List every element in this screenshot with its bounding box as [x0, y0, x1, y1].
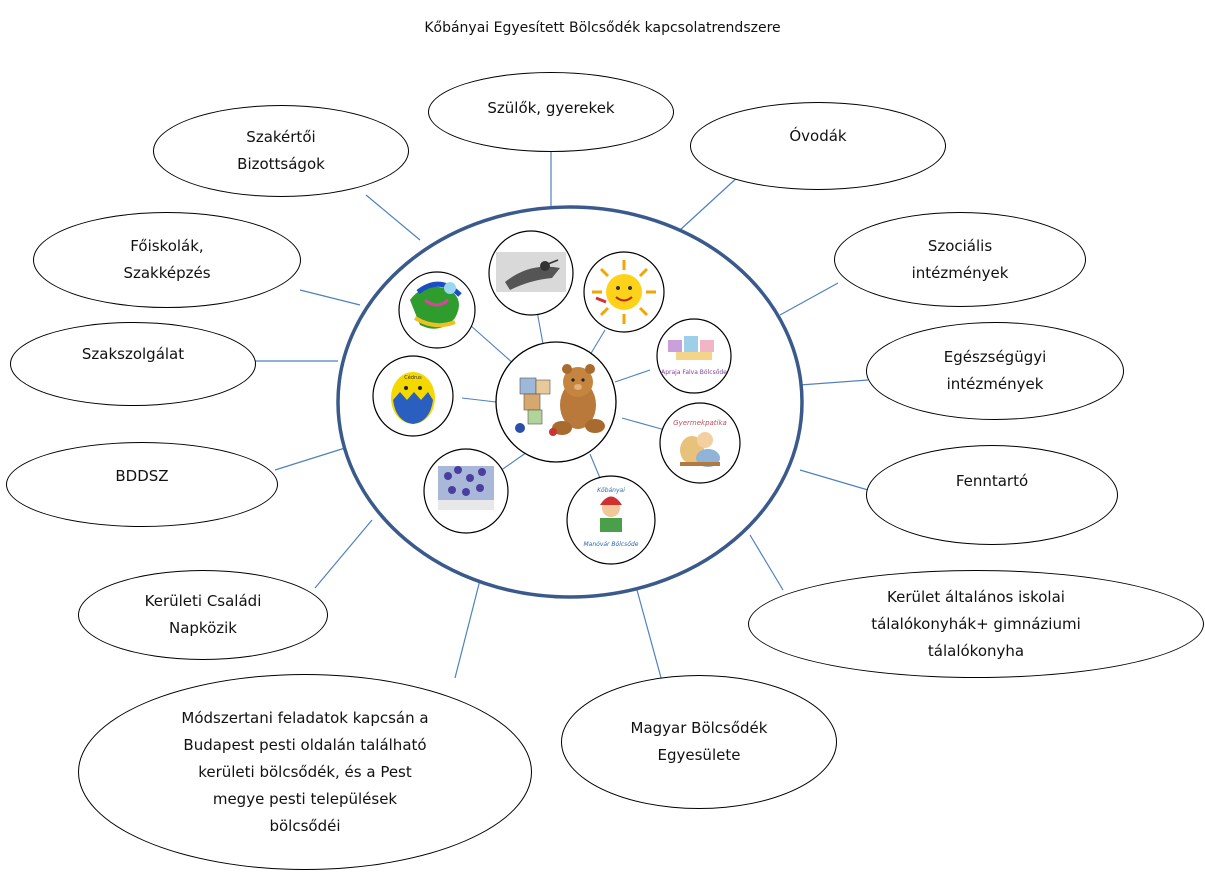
node-label: Szakértői Bizottságok	[237, 128, 325, 173]
node-foiskolak-szakkepzes: Főiskolák, Szakképzés	[33, 212, 301, 308]
connector-ovodak	[679, 174, 741, 231]
node-label: Kerületi Családi Napközik	[144, 592, 262, 637]
node-szakertoi-bizottsagok: Szakértői Bizottságok	[153, 105, 409, 197]
gyermekpatika-text: Gyermekpatika	[673, 419, 727, 427]
kobanyai-text: Kőbányai	[597, 487, 625, 494]
connector-szakertoi	[365, 194, 421, 241]
connector-bddsz	[274, 447, 346, 471]
node-label: Módszertani feladatok kapcsán a Budapest…	[181, 708, 429, 835]
manovar-text: Manóvár Bölcsőde	[584, 541, 639, 548]
node-label: Szakszolgálat	[81, 345, 185, 363]
flowers-photo-logo	[423, 448, 509, 534]
spoke-w	[461, 397, 497, 403]
cedrus-text: Cédrus	[404, 374, 422, 381]
spoke-nw	[469, 324, 516, 366]
apraja-falva-text: Apraja Falva Bölcsőde	[661, 369, 727, 376]
node-szakszolgalat: Szakszolgálat	[10, 322, 256, 406]
node-szulok-gyerekek: Szülők, gyerekek	[428, 72, 674, 152]
node-label: Óvodák	[789, 127, 847, 145]
node-ovodak: Óvodák	[690, 102, 946, 190]
connector-szocialis	[779, 282, 839, 316]
spoke-s	[589, 453, 601, 479]
central-circle	[336, 205, 804, 599]
connector-fenntarto	[799, 469, 869, 491]
connector-modszertani	[454, 579, 481, 679]
node-modszertani-feladatok: Módszertani feladatok kapcsán a Budapest…	[78, 674, 532, 870]
node-szocialis-intezmenyek: Szociális intézmények	[834, 212, 1086, 307]
node-kerulet-iskolai-talalokonyhak: Kerület általános iskolai tálalókonyhák+…	[748, 570, 1204, 678]
gyermekpatika-logo: Gyermekpatika	[659, 402, 741, 484]
sun-logo	[583, 251, 665, 333]
spoke-e	[614, 369, 651, 383]
node-label: Szülők, gyerekek	[487, 99, 615, 117]
node-keruleti-csaladi-napkozik: Kerületi Családi Napközik	[78, 570, 328, 660]
node-label: BDDSZ	[115, 467, 169, 485]
node-label: Szociális intézmények	[911, 236, 1009, 282]
apraja-falva-logo: Apraja Falva Bölcsőde	[656, 318, 732, 394]
node-egeszsegugyi-intezmenyek: Egészségügyi intézmények	[866, 322, 1124, 420]
swirl-logo	[398, 271, 476, 349]
connector-keruleti-csaladi	[314, 519, 373, 589]
diagram-title: Kőbányai Egyesített Bölcsődék kapcsolatr…	[424, 20, 781, 36]
node-label: Kerület általános iskolai tálalókonyhák+…	[871, 587, 1081, 660]
spoke-se	[621, 417, 666, 431]
spoke-ne	[589, 329, 606, 356]
node-label: Főiskolák, Szakképzés	[123, 237, 211, 282]
connector-foiskolak	[299, 289, 361, 306]
node-bddsz: BDDSZ	[6, 442, 278, 527]
teddy-bear-logo	[495, 341, 617, 463]
node-magyar-bolcsodek-egyesulete: Magyar Bölcsődék Egyesülete	[561, 675, 837, 809]
node-label: Fenntartó	[955, 472, 1029, 490]
connector-egeszsegugyi	[799, 379, 869, 386]
connector-lines	[255, 152, 869, 686]
bird-photo-logo	[488, 230, 574, 316]
node-fenntarto: Fenntartó	[866, 445, 1118, 545]
manovar-logo: Kőbányai Manóvár Bölcsőde	[566, 475, 656, 565]
egg-logo: Cédrus	[372, 355, 454, 437]
connector-kerulet-iskolai	[749, 534, 784, 591]
node-label: Magyar Bölcsődék Egyesülete	[630, 719, 768, 764]
node-label: Egészségügyi intézmények	[943, 348, 1047, 393]
connector-magyar-bolcsodek	[636, 589, 664, 686]
